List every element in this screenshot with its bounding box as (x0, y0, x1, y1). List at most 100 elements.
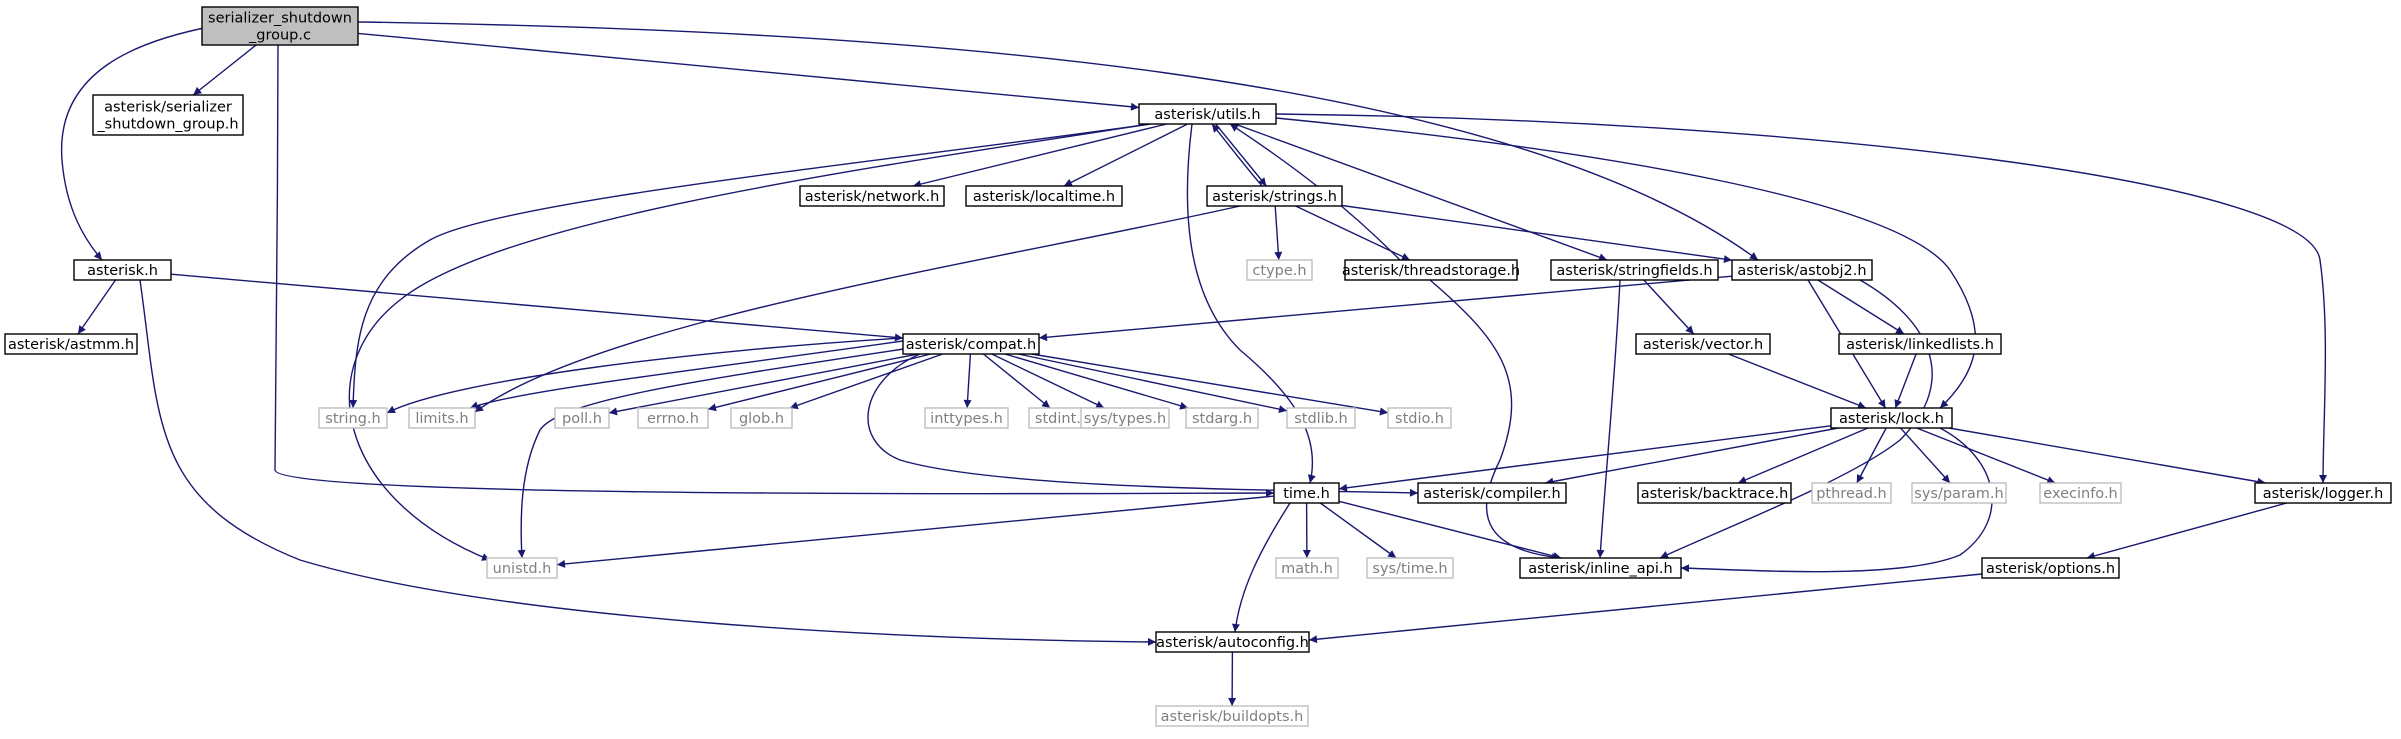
edge-root-to-utils-h (357, 32, 1140, 111)
node-label: asterisk/options.h (1986, 561, 2115, 577)
node-time-h[interactable]: time.h (1273, 482, 1340, 504)
node-backtrace-h[interactable]: asterisk/backtrace.h (1637, 482, 1792, 504)
node-box (554, 407, 610, 429)
node-threadstorage-h[interactable]: asterisk/threadstorage.h (1342, 259, 1520, 281)
node-options-h[interactable]: asterisk/options.h (1981, 557, 2120, 579)
node-astmm-h[interactable]: asterisk/astmm.h (4, 333, 138, 355)
node-box (1731, 259, 1873, 281)
node-inline-api-h[interactable]: asterisk/inline_api.h (1519, 557, 1682, 579)
node-label: asterisk/astmm.h (8, 337, 134, 353)
node-box (1387, 407, 1452, 429)
node-label: asterisk/backtrace.h (1641, 486, 1789, 502)
node-buildopts-h[interactable]: asterisk/buildopts.h (1155, 705, 1309, 727)
node-limits-h[interactable]: limits.h (408, 407, 476, 429)
node-box (2039, 482, 2122, 504)
node-stdint-h[interactable]: stdint.h (1028, 407, 1097, 429)
node-box (1550, 259, 1719, 281)
node-label: asterisk/stringfields.h (1556, 263, 1712, 279)
node-strings-h[interactable]: asterisk/strings.h (1206, 185, 1343, 207)
edge-asterisk-h-to-astmm-h (77, 279, 117, 335)
node-label: stdlib.h (1294, 411, 1348, 427)
node-label: limits.h (415, 411, 468, 427)
node-lock-h[interactable]: asterisk/lock.h (1830, 407, 1953, 429)
node-box (1185, 407, 1259, 429)
node-compiler-h[interactable]: asterisk/compiler.h (1417, 482, 1567, 504)
node-stdio-h[interactable]: stdio.h (1387, 407, 1452, 429)
edge-stringfields-h-to-inline-api-h (1596, 279, 1621, 559)
edge-compat-h-to-glob-h (789, 353, 943, 410)
node-execinfo-h[interactable]: execinfo.h (2039, 482, 2122, 504)
node-box (92, 94, 244, 136)
node-box (1080, 407, 1170, 429)
node-systime-h[interactable]: sys/time.h (1366, 557, 1454, 579)
edge-utils-h-to-time-h (1186, 123, 1316, 484)
edge-asterisk-h-to-autoconfig-h (139, 279, 1157, 646)
edge-compat-h-to-limits-h (469, 339, 911, 410)
edge-compat-h-to-inttypes-h (963, 353, 972, 409)
node-label: unistd.h (493, 561, 552, 577)
node-ctype-h[interactable]: ctype.h (1246, 259, 1313, 281)
edge-logger-h-to-options-h (2086, 502, 2287, 560)
node-label: asterisk/utils.h (1154, 107, 1260, 123)
node-stdlib-h[interactable]: stdlib.h (1286, 407, 1356, 429)
node-autoconfig-h[interactable]: asterisk/autoconfig.h (1155, 631, 1310, 653)
node-box (637, 407, 709, 429)
node-logger-h[interactable]: asterisk/logger.h (2254, 482, 2392, 504)
edge-root-to-ser-group-h (192, 44, 257, 96)
node-label: asterisk.h (87, 263, 158, 279)
node-ser-group-h[interactable]: asterisk/serializer_shutdown_group.h (92, 94, 244, 136)
edge-asterisk-h-to-compat-h (170, 273, 904, 342)
node-sysparam-h[interactable]: sys/param.h (1911, 482, 2007, 504)
node-label: asterisk/vector.h (1643, 337, 1763, 353)
node-box (1273, 482, 1340, 504)
node-astobj2-h[interactable]: asterisk/astobj2.h (1731, 259, 1873, 281)
node-linkedlists-h[interactable]: asterisk/linkedlists.h (1838, 333, 2002, 355)
edge-compat-h-to-stdlib-h (1018, 353, 1288, 414)
node-stdarg-h[interactable]: stdarg.h (1185, 407, 1259, 429)
node-label: ctype.h (1252, 263, 1306, 279)
node-label: asterisk/linkedlists.h (1846, 337, 1994, 353)
node-localtime-h[interactable]: asterisk/localtime.h (965, 185, 1123, 207)
node-label: asterisk/localtime.h (973, 189, 1115, 205)
node-label: asterisk/lock.h (1839, 411, 1944, 427)
node-box (1637, 482, 1792, 504)
node-errno-h[interactable]: errno.h (637, 407, 709, 429)
edge-utils-h-to-string-h (349, 123, 1151, 409)
edge-compat-h-to-stdio-h (1031, 353, 1389, 416)
node-asterisk-h[interactable]: asterisk.h (73, 259, 172, 281)
node-label: errno.h (647, 411, 699, 427)
edge-time-h-to-unistd-h (556, 495, 1275, 568)
node-vector-h[interactable]: asterisk/vector.h (1635, 333, 1771, 355)
node-label: poll.h (562, 411, 602, 427)
edge-utils-h-to-strings-h (1215, 123, 1267, 187)
edge-utils-h-to-stringfields-h (1234, 123, 1608, 262)
edge-astobj2-h-to-linkedlists-h (1817, 279, 1905, 335)
node-root[interactable]: serializer_shutdown_group.c (201, 6, 359, 46)
node-stringfields-h[interactable]: asterisk/stringfields.h (1550, 259, 1719, 281)
node-box (902, 333, 1040, 355)
node-poll-h[interactable]: poll.h (554, 407, 610, 429)
node-label: asterisk/compiler.h (1423, 486, 1560, 502)
node-box (1155, 705, 1309, 727)
node-systypes-h[interactable]: sys/types.h (1080, 407, 1170, 429)
edge-strings-h-to-ctype-h (1274, 205, 1283, 261)
node-box (1838, 333, 2002, 355)
node-math-h[interactable]: math.h (1275, 557, 1339, 579)
node-inttypes-h[interactable]: inttypes.h (924, 407, 1009, 429)
node-unistd-h[interactable]: unistd.h (486, 557, 558, 579)
node-string-h[interactable]: string.h (318, 407, 388, 429)
node-box (408, 407, 476, 429)
node-glob-h[interactable]: glob.h (730, 407, 793, 429)
node-utils-h[interactable]: asterisk/utils.h (1138, 103, 1277, 125)
node-label: asterisk/threadstorage.h (1342, 263, 1520, 279)
edge-root-to-asterisk-h (61, 25, 215, 261)
node-label: asterisk/logger.h (2263, 486, 2384, 502)
node-label: asterisk/inline_api.h (1528, 561, 1672, 577)
node-box (318, 407, 388, 429)
edge-options-h-to-autoconfig-h (1308, 573, 1983, 644)
edge-utils-h-to-network-h (912, 123, 1167, 188)
node-box (1366, 557, 1454, 579)
node-compat-h[interactable]: asterisk/compat.h (902, 333, 1040, 355)
node-network-h[interactable]: asterisk/network.h (799, 185, 945, 207)
node-pthread-h[interactable]: pthread.h (1811, 482, 1892, 504)
